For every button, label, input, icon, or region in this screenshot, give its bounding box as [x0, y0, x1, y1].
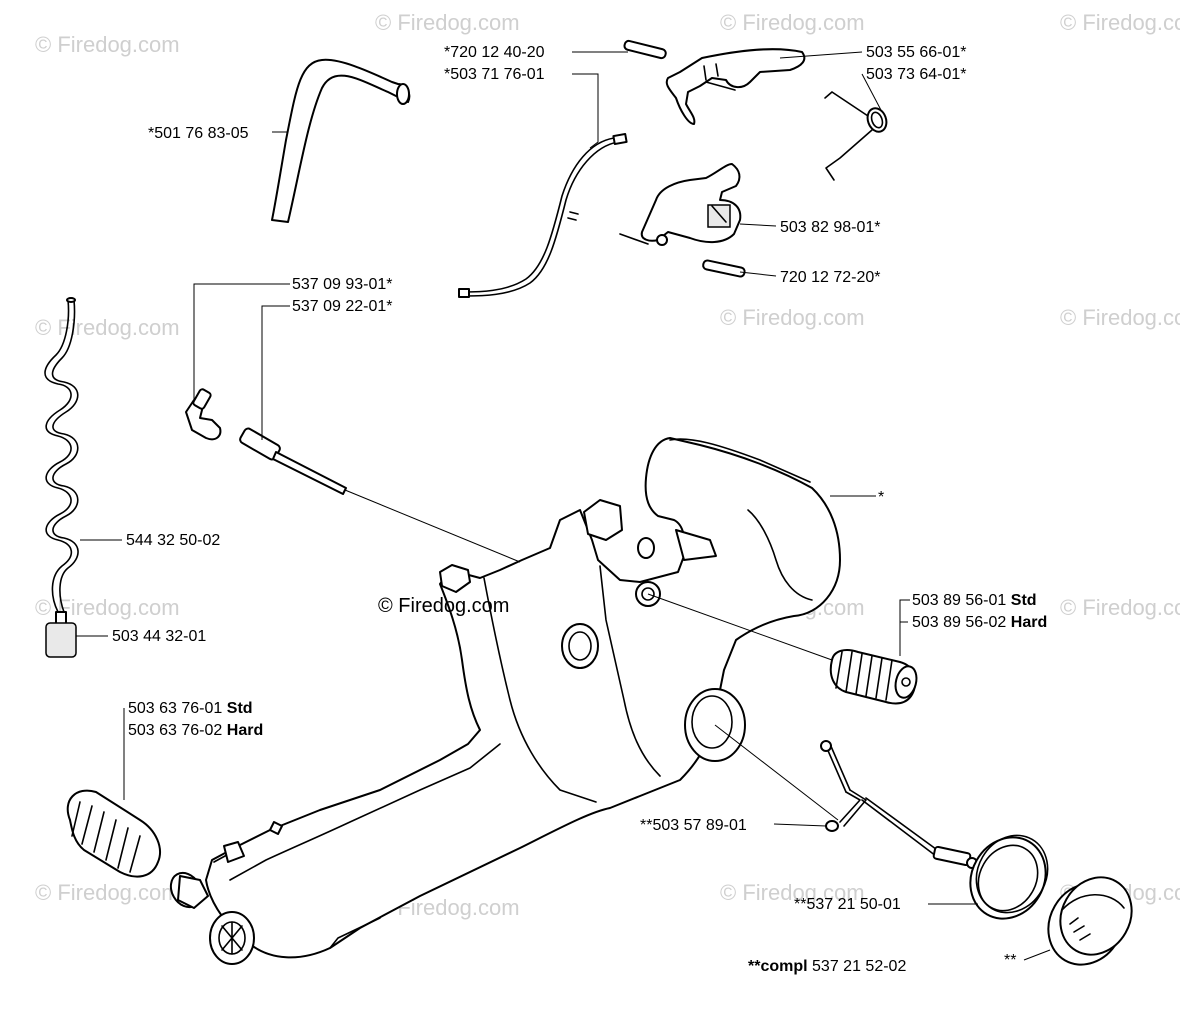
throttle-cable-part: [458, 133, 628, 298]
part-label-cable: *503 71 76-01: [444, 66, 545, 83]
part-label-cap: **: [1004, 952, 1016, 969]
lockout-part: [619, 163, 742, 246]
rod-part: [820, 740, 978, 869]
watermark: © Firedog.com: [720, 880, 865, 905]
part-label-valve-2: 537 09 22-01*: [292, 298, 393, 315]
part-label-fuel-hose: 544 32 50-02: [126, 532, 220, 549]
leader-lines: [76, 51, 1051, 961]
part-code: 503 63 76-01: [128, 700, 222, 717]
center-watermark: © Firedog.com: [378, 595, 509, 617]
grade-tag: Std: [227, 700, 253, 717]
valve-link-line: [344, 489, 521, 563]
hose-part: [271, 58, 411, 223]
part-label-compl: **compl 537 21 52-02: [748, 958, 906, 975]
av-spring-left-part: [66, 789, 209, 909]
watermark: © Firedog.com: [1060, 10, 1180, 35]
watermark: © Firedog.com: [720, 10, 865, 35]
spring-part: [824, 91, 888, 181]
fuel-hose-part: [44, 297, 79, 613]
part-code: 503 63 76-02: [128, 722, 222, 739]
part-label-pin-bottom: 720 12 72-20*: [780, 269, 881, 286]
part-label-lever: 503 55 66-01*: [866, 44, 967, 61]
part-label-av-left-std: 503 63 76-01 Std: [128, 700, 253, 717]
throttle-lever-part: [665, 48, 806, 125]
tube-part: [239, 427, 347, 495]
part-label-av-left-hard: 503 63 76-02 Hard: [128, 722, 263, 739]
watermark: © Firedog.com: [35, 880, 180, 905]
grade-tag: Std: [1011, 592, 1037, 609]
pin-bottom-part: [702, 259, 746, 278]
seal-part: [969, 834, 1049, 920]
compl-prefix: **compl: [748, 958, 808, 975]
watermark: © Firedog.com: [720, 305, 865, 330]
tank-cap-part: [1047, 876, 1133, 966]
grade-tag: Hard: [1011, 614, 1047, 631]
part-label-av-right-std: 503 89 56-01 Std: [912, 592, 1037, 609]
watermark: © Firedog.com: [1060, 305, 1180, 330]
part-label-filter: 503 44 32-01: [112, 628, 206, 645]
part-code: 503 89 56-02: [912, 614, 1006, 631]
rod-link-line: [714, 724, 839, 821]
part-label-seal: **537 21 50-01: [794, 896, 901, 913]
part-label-hose: *501 76 83-05: [148, 125, 249, 142]
watermark: © Firedog.com: [375, 10, 520, 35]
av-link-line: [647, 593, 833, 661]
part-code: 537 21 52-02: [812, 958, 906, 975]
watermark: © Firedog.com: [1060, 595, 1180, 620]
fuel-filter-part: [45, 611, 77, 658]
part-label-spring: 503 73 64-01*: [866, 66, 967, 83]
watermark: © Firedog.com: [35, 32, 180, 57]
part-label-rod: **503 57 89-01: [640, 817, 747, 834]
part-label-av-right-hard: 503 89 56-02 Hard: [912, 614, 1047, 631]
pin-top-part: [623, 39, 667, 60]
part-label-pin-top: *720 12 40-20: [444, 44, 545, 61]
part-label-lockout: 503 82 98-01*: [780, 219, 881, 236]
handle-tank-part: [205, 437, 841, 965]
grade-tag: Hard: [227, 722, 263, 739]
valve-part: [185, 388, 222, 441]
part-code: 503 89 56-01: [912, 592, 1006, 609]
watermark: © Firedog.com: [35, 315, 180, 340]
part-label-handle: *: [878, 489, 884, 506]
part-label-valve-1: 537 09 93-01*: [292, 276, 393, 293]
av-spring-right-part: [829, 649, 918, 705]
